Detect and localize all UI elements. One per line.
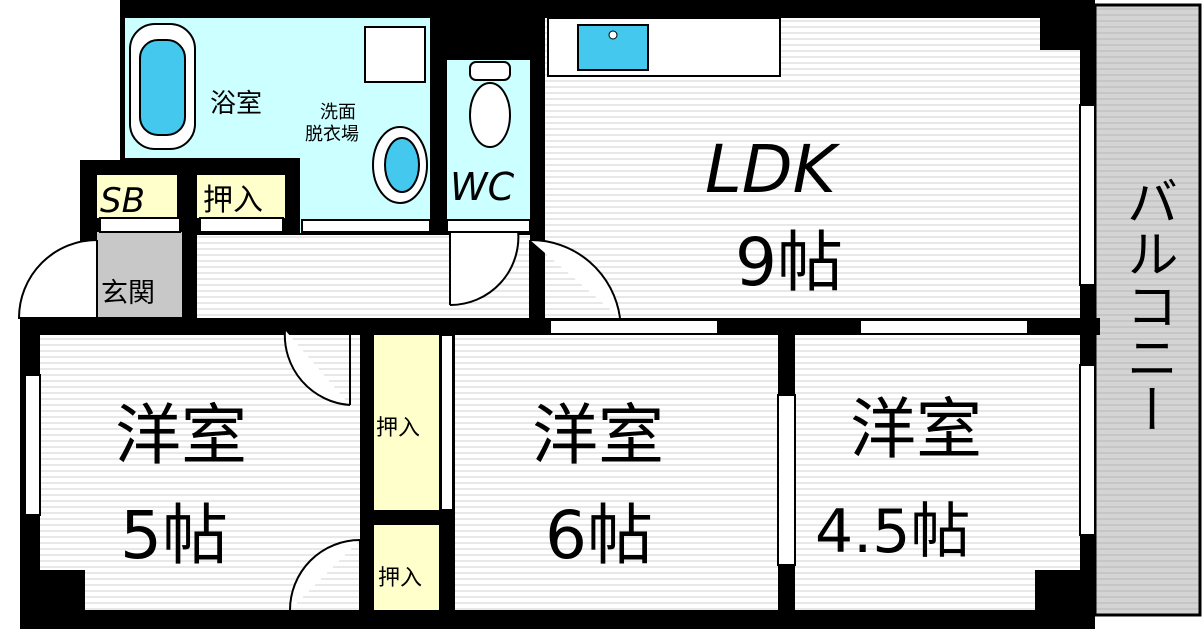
western-45-size: 4.5帖 xyxy=(815,497,970,567)
closet-top-area xyxy=(197,175,285,218)
door-swings xyxy=(17,229,621,611)
toilet-icon xyxy=(469,61,511,148)
washroom-line1: 洗面 xyxy=(320,102,356,123)
sliding-openings xyxy=(24,104,1096,566)
entrance-name: 玄関 xyxy=(101,278,155,309)
closet-bottom-area xyxy=(374,525,439,610)
washroom-line2: 脱衣場 xyxy=(305,124,359,145)
closet-bottom-name: 押入 xyxy=(378,566,422,591)
bathtub-icon xyxy=(129,23,196,150)
washbasin-icon xyxy=(372,126,428,204)
western-45-name: 洋室 xyxy=(850,391,982,468)
washing-machine-icon xyxy=(364,26,426,83)
ldk-size: 9帖 xyxy=(735,224,843,301)
balcony-name: バルコニー xyxy=(1117,175,1177,435)
western-5-name: 洋室 xyxy=(115,397,247,474)
western-6-floor xyxy=(455,335,780,610)
closet-top-name: 押入 xyxy=(203,183,263,218)
balcony xyxy=(1093,3,1202,617)
closet-mid-name: 押入 xyxy=(376,416,420,441)
entrance-area xyxy=(97,232,182,317)
sb-area xyxy=(97,175,177,218)
western-45-floor xyxy=(795,335,1080,610)
western-6-name: 洋室 xyxy=(532,397,664,474)
ldk-name: LDK xyxy=(705,131,841,208)
bath-name: 浴室 xyxy=(210,89,262,119)
closet-mid-area xyxy=(374,335,439,510)
sb-name: SB xyxy=(100,181,145,221)
western-6-size: 6帖 xyxy=(545,497,653,574)
wc-name: WC xyxy=(450,165,515,209)
western-5-size: 5帖 xyxy=(120,497,228,574)
kitchen-counter xyxy=(547,17,781,77)
